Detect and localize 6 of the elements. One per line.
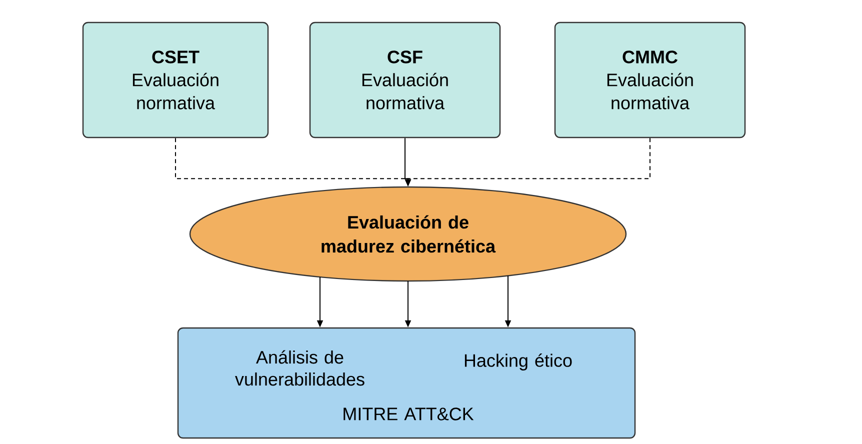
assessment-box: CMMC Evaluación normativa (554, 22, 746, 138)
method-label: MITRE ATT&CK (344, 408, 474, 420)
assessment-box: CSF Evaluación normativa (309, 22, 501, 138)
method-label: Hacking ético (464, 354, 572, 370)
assessment-box: CSET Evaluación normativa (82, 22, 269, 138)
method-label: Análisis de vulnerabilidades (235, 350, 364, 386)
